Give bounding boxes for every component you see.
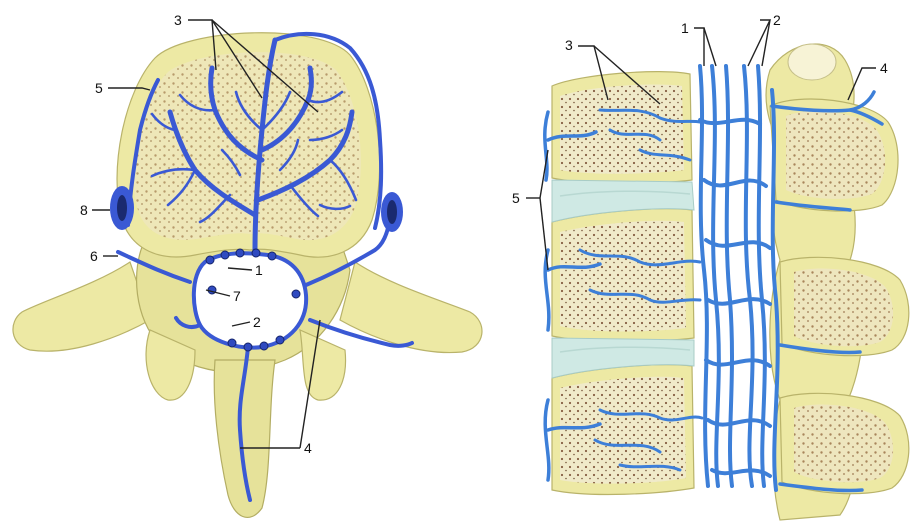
label-2-right: 2	[773, 12, 781, 28]
label-4-left: 4	[304, 440, 312, 456]
longitudinal-venous-plexus	[700, 66, 778, 490]
spinous-tip	[788, 44, 836, 80]
label-1-left: 1	[255, 262, 263, 278]
label-3-left: 3	[174, 12, 182, 28]
sagittal-spine	[526, 20, 909, 520]
label-6-left: 6	[90, 248, 98, 264]
axial-vertebra	[13, 20, 482, 517]
label-3-right: 3	[565, 37, 573, 53]
label-2-left: 2	[253, 314, 261, 330]
label-5-left: 5	[95, 80, 103, 96]
label-4-right: 4	[880, 60, 888, 76]
right-articular-process	[300, 330, 346, 400]
label-7-left: 7	[233, 288, 241, 304]
label-5-right: 5	[512, 190, 520, 206]
label-8-left: 8	[80, 202, 88, 218]
label-1-right: 1	[681, 20, 689, 36]
left-transverse-process	[13, 262, 150, 351]
